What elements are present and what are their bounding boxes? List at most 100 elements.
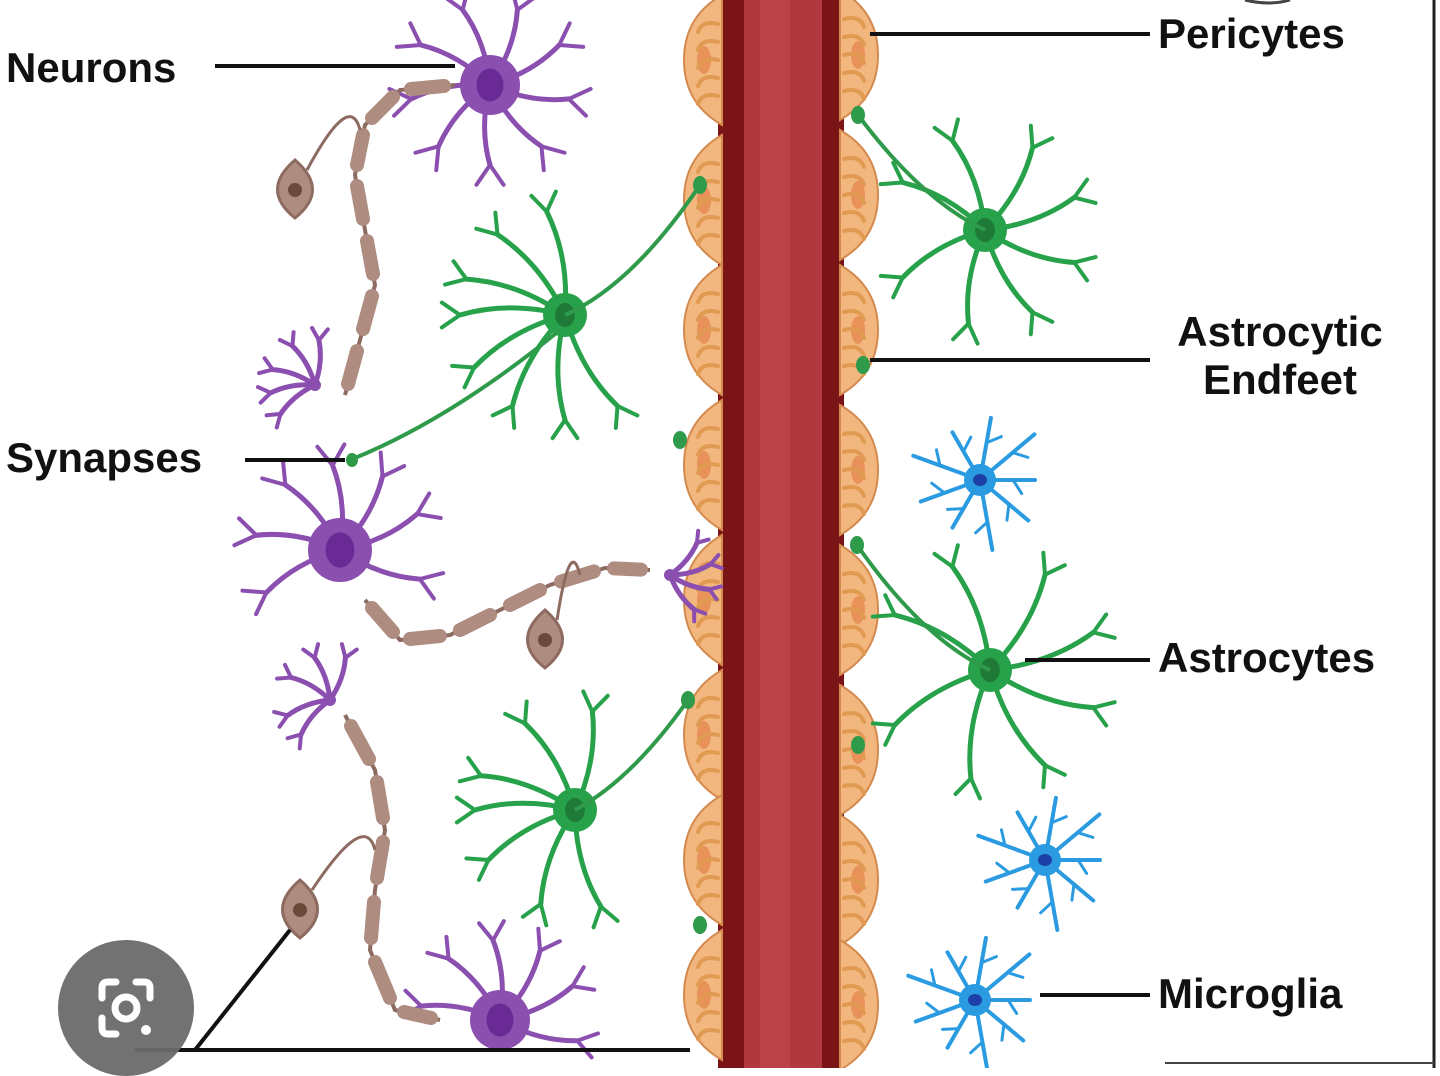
neuron-2-twig-b-5 — [417, 493, 429, 514]
axon-3-myelin-6 — [404, 1012, 431, 1018]
astrocyte-1-twig-b-7 — [618, 406, 638, 416]
neuron-3-nucleus — [487, 1004, 514, 1037]
neuron-2-twig-a-6 — [420, 579, 434, 599]
label-astrocytes: Astrocytes — [1158, 634, 1375, 682]
axon-2-myelin-6 — [614, 568, 641, 569]
microglia-1-twig-3 — [976, 522, 988, 533]
label-astrocytic-endfeet: Astrocytic Endfeet — [1158, 308, 1402, 405]
astrocyte-2-twig-a-8 — [881, 276, 903, 278]
neuron-3-twig-a-2 — [446, 937, 448, 959]
label-astrocytic-endfeet-line1: Astrocytic — [1158, 308, 1402, 356]
astrocyte-3-twig-b-5 — [1093, 702, 1114, 707]
pericytes-right-group — [840, 0, 878, 1068]
microglia-2-twig-4 — [1013, 889, 1029, 890]
microglia-3-twig-1 — [1008, 1000, 1017, 1013]
microglia-2-twig-5 — [997, 863, 1010, 873]
astrocyte-4-twig-a-3 — [592, 696, 607, 712]
astrocyte-4-twig-a-2 — [525, 701, 527, 723]
microglia-3-twig-3 — [971, 1042, 983, 1053]
neuron-3-twig-a-5 — [573, 986, 595, 990]
oligodendrocyte-3-process — [312, 837, 375, 890]
astrocyte-3-twig-a-1 — [885, 595, 895, 615]
microglia-3-twig-5 — [927, 1003, 940, 1013]
neuron-1-twig-b-1 — [397, 45, 421, 47]
astrocyte-4-twig-b-5 — [541, 904, 546, 925]
astrocyte-1-endfoot-process — [565, 185, 700, 315]
neuron-2-twig-b-8 — [234, 535, 256, 545]
axon-3-myelin-2 — [377, 782, 383, 818]
astrocyte-endfoot-extra-4 — [693, 916, 707, 934]
microglia-1-twig-9 — [1013, 453, 1028, 458]
neuron-terminal-2-twig-b-4 — [280, 715, 288, 726]
neuron-2-twig-b-2 — [262, 478, 285, 484]
astrocyte-1-twig-b-4 — [465, 368, 475, 388]
astrocyte-2-twig-b-5 — [1074, 257, 1095, 262]
neuron-terminal-1-twig-b-3 — [312, 328, 319, 340]
astrocyte-3-twig-b-7 — [971, 778, 980, 798]
astrocyte-3-twig-b-3 — [1043, 553, 1045, 575]
neuron-1-twig-b-4 — [559, 23, 569, 45]
neuron-1-twig-a-4 — [559, 45, 583, 47]
astrocyte-3-twig-b-2 — [934, 554, 952, 567]
astrocyte-2-twig-b-4 — [1074, 180, 1087, 198]
astrocyte-2-twig-a-6 — [1031, 312, 1033, 334]
microglia-1-twig-2 — [1007, 504, 1009, 520]
astrocyte-4-twig-b-4 — [479, 860, 489, 880]
microglia-2-twig-7 — [1029, 817, 1036, 831]
neuron-2-twig-a-5 — [417, 514, 441, 518]
astrocyte-1-twig-a-6 — [553, 420, 565, 438]
astrocyte-endfoot-extra-3 — [851, 736, 865, 754]
astrocyte-1-twig-a-3 — [547, 192, 556, 212]
neuron-terminal-3-twig-b-1 — [697, 531, 698, 543]
blood-vessel — [718, 0, 844, 1068]
axon-3-myelin-5 — [375, 962, 390, 998]
axon-3-myelin-1 — [351, 726, 369, 759]
astrocyte-1-twig-a-8 — [442, 303, 460, 315]
astrocyte-3-twig-b-4 — [1093, 614, 1106, 632]
neuron-3-twig-b-4 — [538, 929, 540, 951]
neuron-terminal-1-twig-b-4 — [261, 393, 271, 403]
axon-1-myelin-1 — [411, 86, 444, 89]
astrocyte-2-twig-b-6 — [1033, 312, 1053, 322]
astrocyte-synapse-contact — [346, 453, 358, 467]
axon-2-myelin-2 — [410, 636, 440, 639]
axon-1-myelin-2 — [372, 97, 393, 118]
axon-1-myelin-7 — [348, 351, 357, 384]
axon-3-myelin-4 — [371, 902, 374, 938]
label-synapses: Synapses — [6, 434, 202, 482]
neuron-terminal-1-nucleus — [312, 382, 317, 389]
microglia-1-twig-5 — [932, 483, 945, 493]
astrocyte-1-twig-a-4 — [452, 366, 474, 368]
astrocyte-2-twig-b-3 — [1031, 126, 1033, 148]
axon-3-axon — [345, 715, 440, 1020]
neuron-1-twig-a-5 — [569, 99, 586, 116]
neurons-group — [234, 0, 721, 1057]
axon-3-myelin-3 — [377, 842, 383, 878]
astrocyte-4-twig-b-7 — [457, 810, 475, 822]
oligodendrocyte-2-nucleus — [538, 633, 552, 647]
microglia-2-nucleus — [1038, 854, 1052, 866]
neuron-terminal-2-twig-b-3 — [342, 644, 345, 658]
neuron-terminal-2-twig-b-5 — [300, 734, 301, 748]
astrocyte-4-endfoot — [681, 691, 695, 709]
neuron-3-twig-b-3 — [479, 923, 493, 940]
astrocyte-3-twig-a-5 — [1093, 708, 1106, 726]
astrocyte-3-twig-b-6 — [1045, 765, 1065, 775]
astrocyte-3-twig-a-3 — [1045, 565, 1065, 575]
neuron-3-twig-a-1 — [405, 991, 421, 1006]
astrocyte-1-twig-b-6 — [565, 420, 577, 438]
neuron-2-twig-a-8 — [239, 518, 256, 535]
astrocyte-4-twig-a-5 — [523, 904, 541, 917]
astrocyte-2-twig-b-7 — [969, 324, 978, 344]
neuron-1-twig-a-6 — [541, 146, 543, 170]
neuron-2-twig-b-4 — [381, 452, 383, 476]
neuron-1-twig-a-3 — [517, 0, 537, 10]
astrocyte-2-twig-b-2 — [935, 128, 953, 141]
visual-search-button[interactable] — [58, 940, 194, 1076]
microglia-1-nucleus — [973, 474, 987, 486]
axon-2-myelin-1 — [372, 608, 393, 632]
neuron-2-twig-b-3 — [317, 447, 332, 466]
astrocyte-1-endfoot — [693, 176, 707, 194]
axon-1-myelin-4 — [357, 186, 363, 219]
